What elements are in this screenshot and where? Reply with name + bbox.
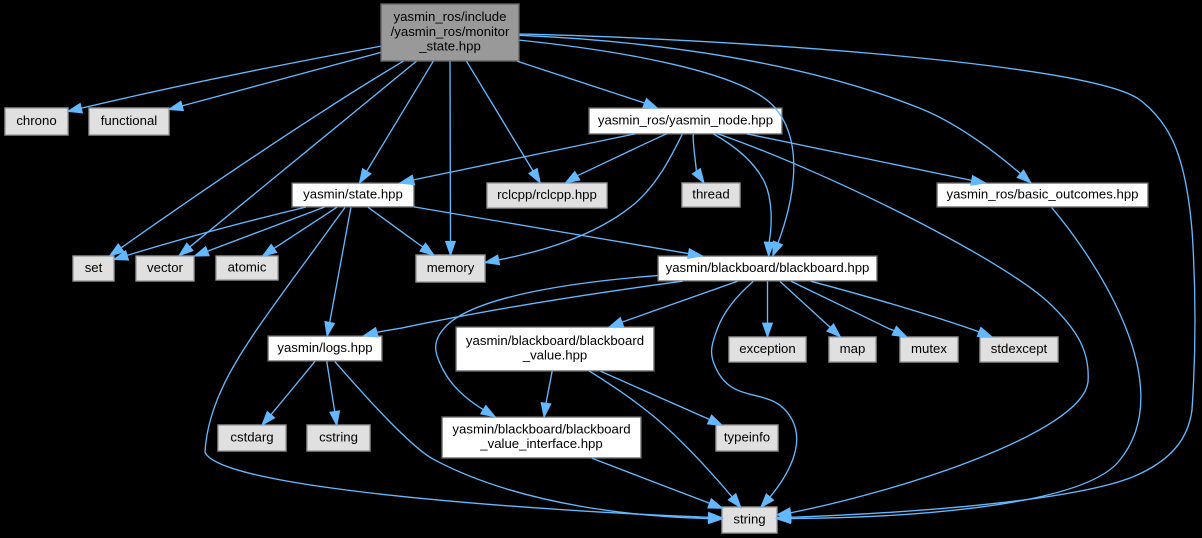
svg-text:yasmin_ros/basic_outcomes.hpp: yasmin_ros/basic_outcomes.hpp [946, 186, 1138, 201]
svg-text:_value_interface.hpp: _value_interface.hpp [479, 436, 602, 451]
svg-text:/yasmin_ros/monitor: /yasmin_ros/monitor [391, 24, 510, 39]
svg-text:yasmin_ros/include: yasmin_ros/include [394, 9, 507, 24]
svg-text:cstring: cstring [319, 429, 358, 444]
svg-text:atomic: atomic [228, 259, 267, 274]
svg-text:yasmin/logs.hpp: yasmin/logs.hpp [277, 340, 372, 355]
svg-text:map: map [840, 341, 866, 356]
svg-text:cstdarg: cstdarg [230, 429, 273, 444]
svg-text:exception: exception [739, 341, 795, 356]
svg-text:rclcpp/rclcpp.hpp: rclcpp/rclcpp.hpp [497, 187, 597, 202]
svg-text:stdexcept: stdexcept [991, 341, 1048, 356]
svg-text:string: string [733, 511, 765, 526]
svg-text:chrono: chrono [16, 113, 56, 128]
svg-text:yasmin/blackboard/blackboard: yasmin/blackboard/blackboard [452, 422, 630, 437]
svg-text:yasmin_ros/yasmin_node.hpp: yasmin_ros/yasmin_node.hpp [598, 112, 773, 127]
svg-text:typeinfo: typeinfo [724, 429, 770, 444]
svg-text:memory: memory [427, 260, 475, 275]
svg-text:vector: vector [147, 260, 184, 275]
svg-text:yasmin/blackboard/blackboard.h: yasmin/blackboard/blackboard.hpp [666, 260, 870, 275]
svg-text:_state.hpp: _state.hpp [418, 39, 481, 54]
svg-text:mutex: mutex [911, 341, 947, 356]
svg-text:_value.hpp: _value.hpp [522, 348, 588, 363]
svg-text:thread: thread [692, 186, 729, 201]
svg-text:set: set [85, 260, 103, 275]
svg-text:yasmin/state.hpp: yasmin/state.hpp [303, 186, 403, 201]
svg-text:yasmin/blackboard/blackboard: yasmin/blackboard/blackboard [466, 333, 644, 348]
svg-text:functional: functional [101, 113, 158, 128]
